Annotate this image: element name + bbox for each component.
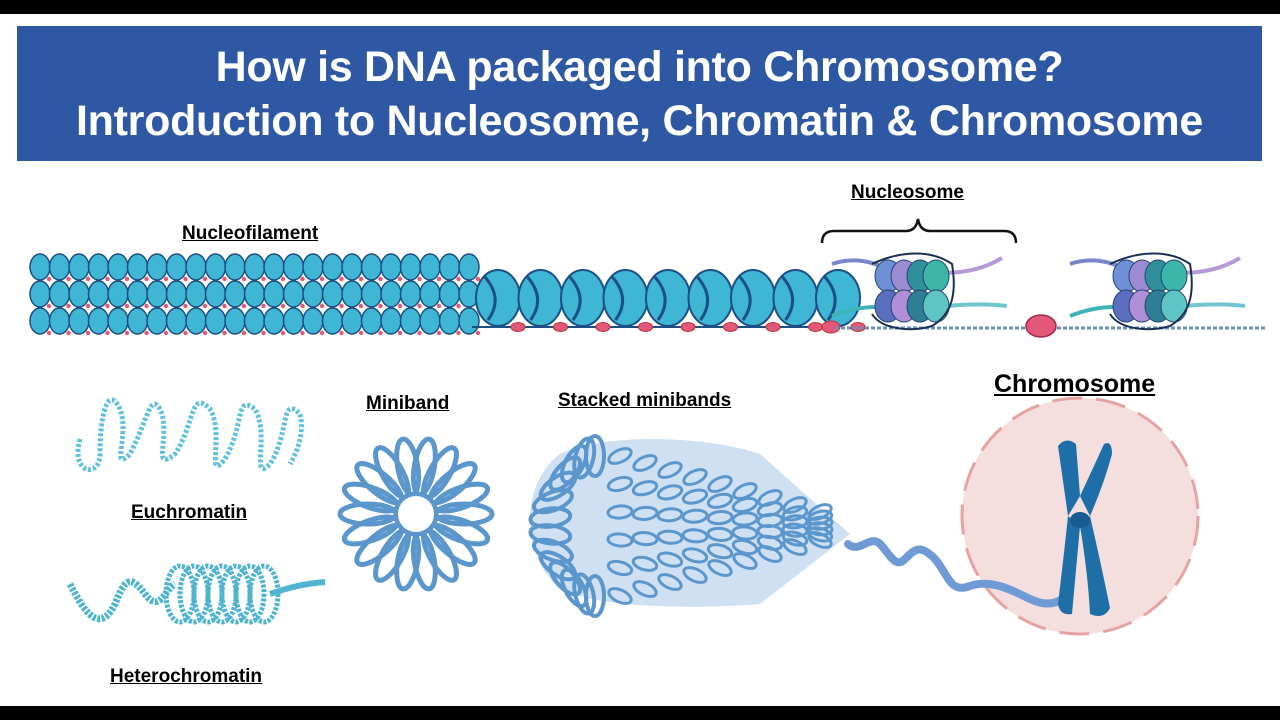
label-nucleosome: Nucleosome [851, 182, 964, 203]
chromosome-fiber-tail [844, 537, 1066, 608]
euchromatin-fiber [75, 397, 304, 473]
title-line-1: How is DNA packaged into Chromosome? [215, 42, 1064, 91]
title-banner: How is DNA packaged into Chromosome? Int… [17, 26, 1262, 161]
diagram-canvas: How is DNA packaged into Chromosome? Int… [0, 14, 1280, 706]
label-heterochromatin: Heterochromatin [110, 666, 263, 687]
nucleosome-bracket [820, 218, 1018, 244]
miniband-graphic [337, 436, 495, 592]
heterochromatin-fiber [66, 563, 326, 625]
stacked-minibands-graphic [528, 434, 850, 618]
nucleofilament-graphic [29, 253, 481, 336]
title-line-2: Introduction to Nucleosome, Chromatin & … [76, 96, 1203, 145]
histone-octamers-graphic [831, 252, 1265, 338]
label-stacked-minibands: Stacked minibands [558, 390, 732, 411]
nucleosome-chain-graphic [472, 269, 866, 334]
label-miniband: Miniband [366, 393, 450, 414]
label-chromosome: Chromosome [994, 370, 1156, 398]
diagram-illustration [29, 218, 1265, 636]
chromosome-graphic [1058, 440, 1112, 616]
label-nucleofilament: Nucleofilament [182, 223, 319, 244]
label-euchromatin: Euchromatin [131, 502, 248, 523]
